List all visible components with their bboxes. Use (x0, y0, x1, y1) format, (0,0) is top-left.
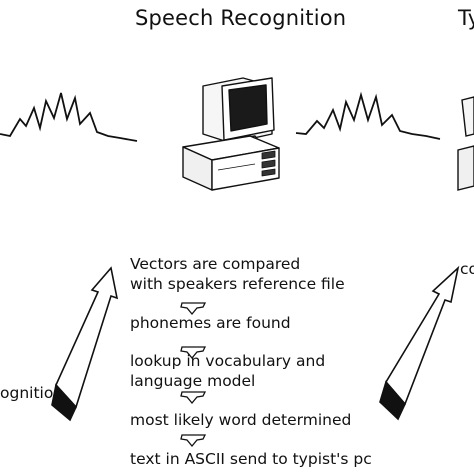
diagram-title: Speech Recognition (135, 6, 347, 30)
next-panel-title-fragment: Ty (458, 6, 474, 30)
speech-waveform-icon-right (295, 91, 441, 140)
step-text-word-determined: most likely word determined (130, 411, 352, 429)
desktop-computer-icon-right (457, 96, 474, 191)
step-text-phonemes-found: phonemes are found (130, 314, 291, 332)
step-text-ascii-send: text in ASCII send to typist's pc (130, 450, 372, 468)
step-text-lookup-vocabulary: lookup in vocabulary and (130, 352, 326, 370)
left-label-fragment: ognition (0, 384, 64, 402)
hollow-arrow-icon-right (379, 265, 460, 421)
step-text-vectors-compared: Vectors are compared (130, 255, 301, 273)
down-chevron-icon (180, 302, 207, 448)
hollow-arrow-icon (51, 266, 119, 422)
right-step-fragment: co (460, 260, 474, 278)
desktop-computer-icon (182, 77, 280, 191)
step-text-language-model: language model (130, 372, 256, 390)
step-text-speakers-reference: with speakers reference file (130, 275, 345, 293)
speech-waveform-icon (0, 92, 138, 142)
